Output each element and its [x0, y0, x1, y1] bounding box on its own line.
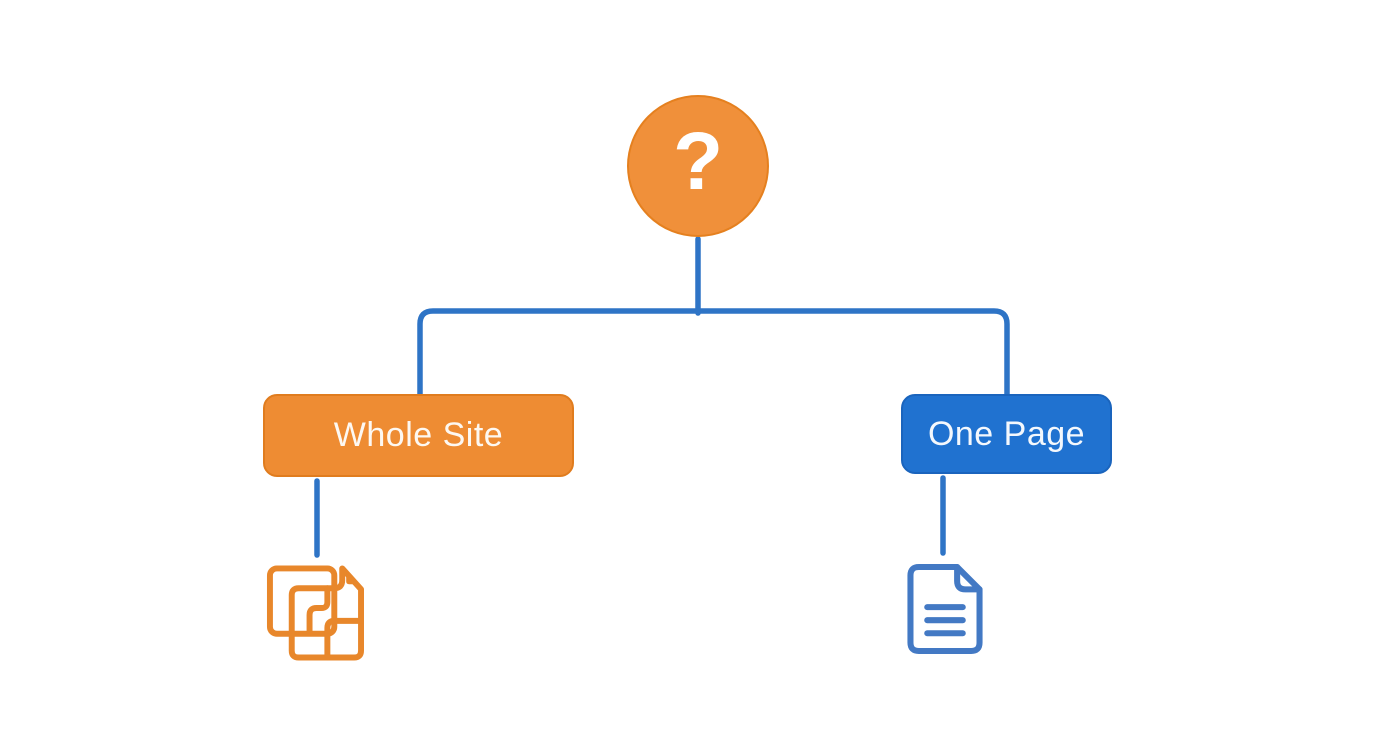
question-mark-label: ?	[672, 116, 724, 207]
whole-site-node: Whole Site	[263, 394, 574, 477]
one-page-node: One Page	[901, 394, 1112, 474]
root-question-node: ?	[627, 95, 769, 237]
multi-page-icon	[266, 565, 364, 661]
document-icon	[907, 563, 983, 655]
branch-bracket-line	[417, 308, 1010, 397]
whole-site-label: Whole Site	[333, 416, 504, 454]
one-page-label: One Page	[927, 414, 1086, 453]
